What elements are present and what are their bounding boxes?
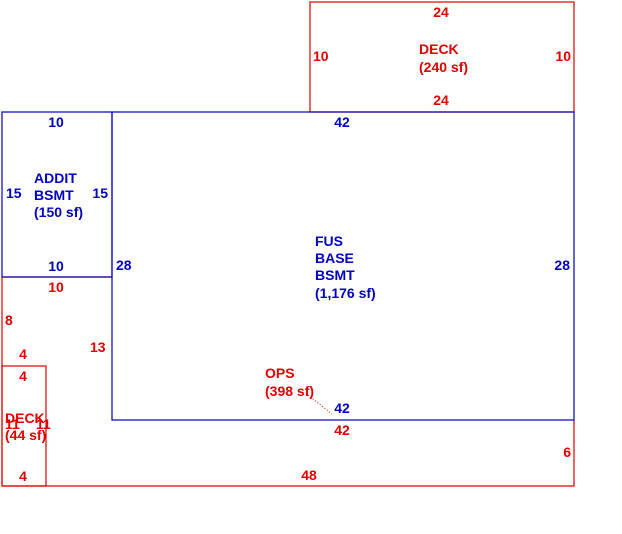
- blue-dimensions: 42 42 28 28 10 10 15 15: [6, 114, 570, 416]
- ops-leader-line: [307, 394, 333, 415]
- deck-small-name: DECK: [5, 410, 45, 426]
- dim-deck-top-left: 10: [313, 48, 329, 64]
- addit-line2: BSMT: [34, 187, 74, 203]
- dim-fus-left: 28: [116, 257, 132, 273]
- dim-fus-bottom: 42: [334, 400, 350, 416]
- dim-ops-left: 8: [5, 312, 13, 328]
- dim-deck-small-left: 11: [5, 416, 20, 432]
- ops-area: (398 sf): [265, 383, 314, 399]
- dim-ops-step: 4: [19, 346, 27, 362]
- dim-fus-right: 28: [554, 257, 570, 273]
- dim-deck-small-top: 4: [19, 368, 27, 384]
- red-outlines: [1, 1, 575, 487]
- dim-ops-fus-bottom: 42: [334, 422, 350, 438]
- dim-fus-top: 42: [334, 114, 350, 130]
- dim-addit-left: 15: [6, 185, 22, 201]
- blue-outlines: [1, 111, 575, 421]
- dim-ops-inner: 13: [90, 339, 106, 355]
- deck-top-area: (240 sf): [419, 59, 468, 75]
- deck-small-area: (44 sf): [5, 427, 46, 443]
- deck-small-label: DECK (44 sf): [5, 410, 46, 443]
- fus-base-bsmt-label: FUS BASE BSMT (1,176 sf): [315, 233, 376, 301]
- deck-small-outline: [1, 365, 47, 487]
- addit-bsmt-label: ADDIT BSMT (150 sf): [34, 170, 83, 220]
- dim-addit-right: 15: [92, 185, 108, 201]
- fus-line1: FUS: [315, 233, 343, 249]
- deck-top-label: DECK (240 sf): [419, 41, 468, 75]
- dim-deck-top-bottom: 24: [433, 92, 449, 108]
- dim-ops-bottom: 48: [301, 467, 317, 483]
- dim-deck-small-right: 11: [36, 416, 51, 432]
- fus-line3: BSMT: [315, 267, 355, 283]
- dim-deck-top-top: 24: [433, 4, 449, 20]
- addit-line1: ADDIT: [34, 170, 77, 186]
- dim-addit-top: 10: [48, 114, 64, 130]
- deck-top-name: DECK: [419, 41, 459, 57]
- dim-deck-small-bottom: 4: [19, 468, 27, 484]
- fus-line2: BASE: [315, 250, 354, 266]
- ops-name: OPS: [265, 365, 295, 381]
- red-dimensions: 24 24 10 10 10 8 13 4 4 11 11 4 42 6 48: [5, 4, 571, 484]
- fus-area: (1,176 sf): [315, 285, 376, 301]
- addit-area: (150 sf): [34, 204, 83, 220]
- dim-deck-top-right: 10: [555, 48, 571, 64]
- addit-bsmt-outline: [1, 111, 113, 278]
- ops-outline: [1, 276, 575, 487]
- dim-ops-top: 10: [48, 279, 64, 295]
- dim-ops-right: 6: [563, 444, 571, 460]
- dim-addit-bottom: 10: [48, 258, 64, 274]
- ops-label: OPS (398 sf): [265, 365, 314, 399]
- fus-base-bsmt-outline: [111, 111, 575, 421]
